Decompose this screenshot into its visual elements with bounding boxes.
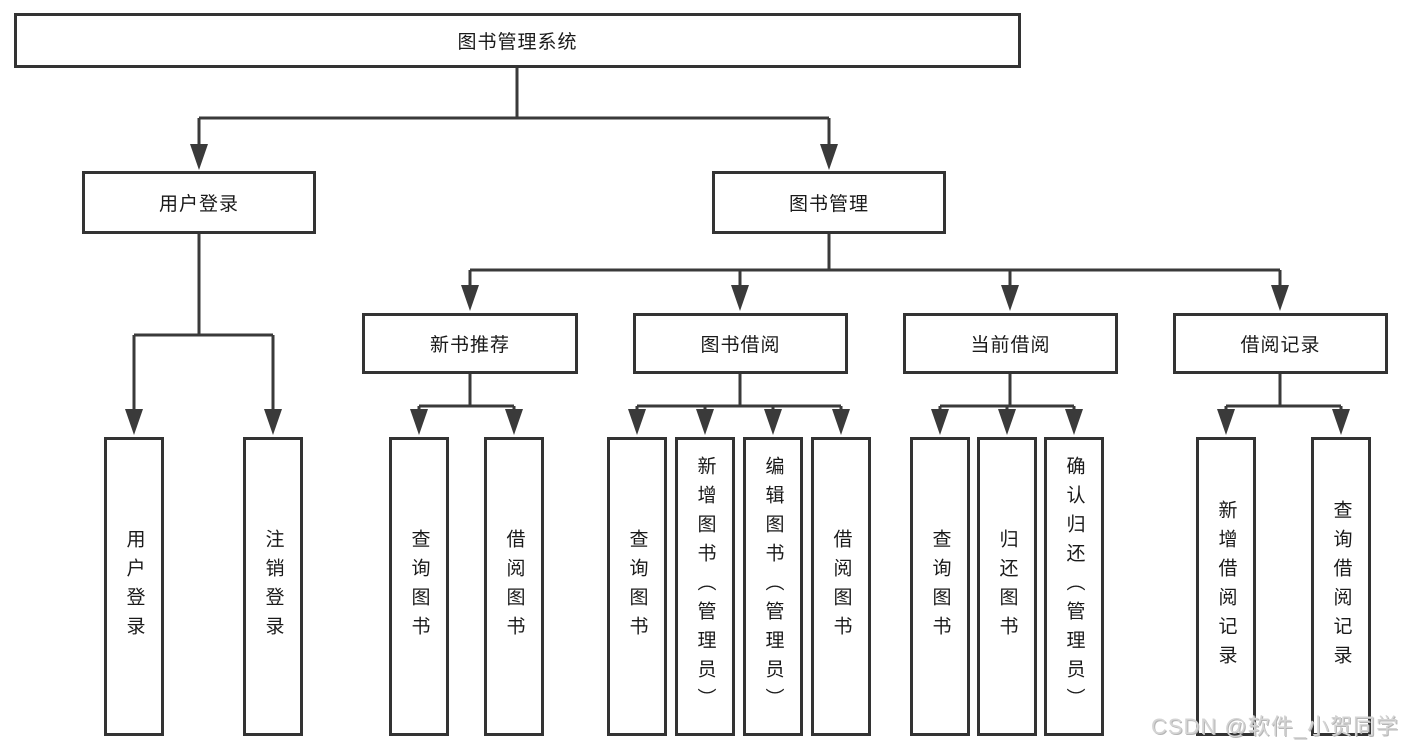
leaf-query-books: 查询图书	[389, 437, 449, 736]
leaf-add-books-admin-label: 新增图书（管理员）	[694, 456, 716, 717]
leaf-query-books-label: 查询图书	[408, 528, 430, 645]
node-book-borrowing: 图书借阅	[633, 313, 848, 374]
leaf-query-borrow-record-label: 查询借阅记录	[1330, 499, 1352, 674]
node-user-login: 用户登录	[82, 171, 316, 234]
node-library-management-system: 图书管理系统	[14, 13, 1021, 68]
leaf-query-books: 查询图书	[607, 437, 667, 736]
leaf-add-borrow-record: 新增借阅记录	[1196, 437, 1256, 736]
leaf-query-borrow-record: 查询借阅记录	[1311, 437, 1371, 736]
leaf-borrow-books-label: 借阅图书	[830, 528, 852, 645]
leaf-logout-label: 注销登录	[262, 528, 284, 645]
node-book-management: 图书管理	[712, 171, 946, 234]
node-borrowing-records: 借阅记录	[1173, 313, 1388, 374]
leaf-return-books-label: 归还图书	[996, 528, 1018, 645]
leaf-confirm-return-admin-label: 确认归还（管理员）	[1063, 456, 1085, 717]
leaf-logout: 注销登录	[243, 437, 303, 736]
leaf-edit-books-admin-label: 编辑图书（管理员）	[762, 456, 784, 717]
leaf-user-login-label: 用户登录	[123, 528, 145, 645]
leaf-borrow-books: 借阅图书	[811, 437, 871, 736]
leaf-confirm-return-admin: 确认归还（管理员）	[1044, 437, 1104, 736]
leaf-query-books-label: 查询图书	[626, 528, 648, 645]
leaf-query-books: 查询图书	[910, 437, 970, 736]
node-current-borrowing: 当前借阅	[903, 313, 1118, 374]
leaf-add-borrow-record-label: 新增借阅记录	[1215, 499, 1237, 674]
leaf-borrow-books-label: 借阅图书	[503, 528, 525, 645]
leaf-query-books-label: 查询图书	[929, 528, 951, 645]
node-new-book-recommendation: 新书推荐	[362, 313, 578, 374]
leaf-borrow-books: 借阅图书	[484, 437, 544, 736]
leaf-return-books: 归还图书	[977, 437, 1037, 736]
leaf-add-books-admin: 新增图书（管理员）	[675, 437, 735, 736]
leaf-user-login: 用户登录	[104, 437, 164, 736]
csdn-watermark: CSDN @软件_小贺同学	[1150, 714, 1399, 739]
leaf-edit-books-admin: 编辑图书（管理员）	[743, 437, 803, 736]
